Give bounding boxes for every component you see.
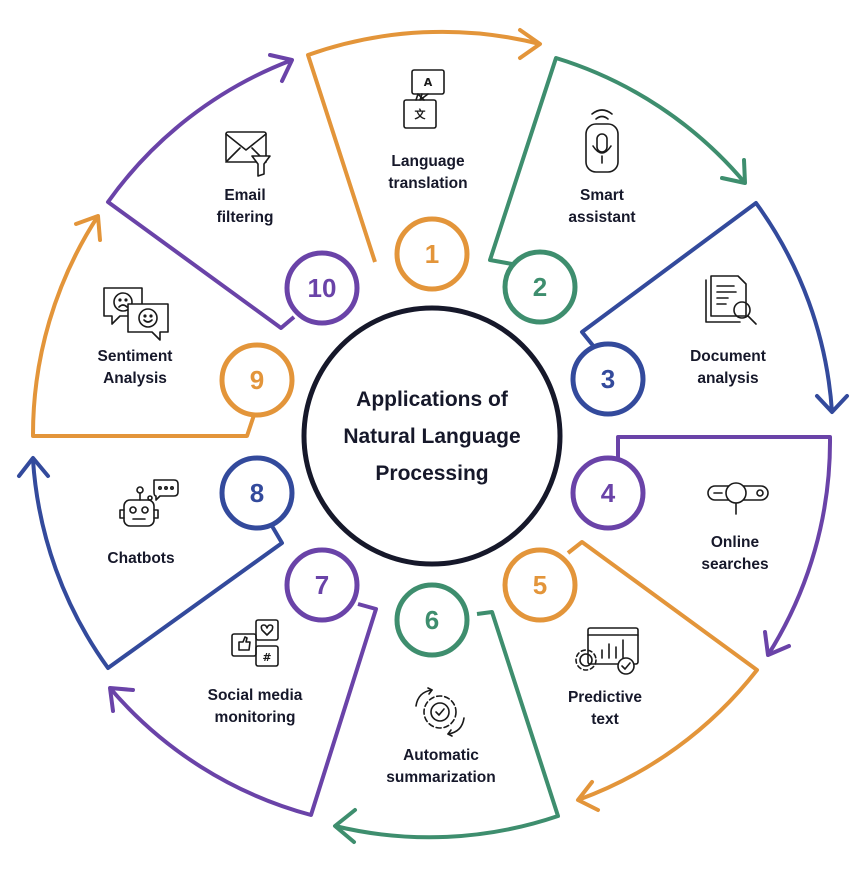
segment-4-arrow: [763, 630, 791, 657]
segment-5-arrow: [576, 780, 600, 812]
svg-text:text: text: [591, 711, 619, 728]
number-circle-7: 7: [284, 547, 360, 623]
label-smart-assistant: Smart assistant: [568, 187, 635, 226]
svg-text:Social media: Social media: [208, 687, 303, 704]
segment-10-arrow: [268, 53, 294, 83]
segment-7-outline: [108, 602, 378, 817]
segment-6-outline: [334, 610, 560, 840]
segment-1-arrow: [518, 28, 542, 60]
svg-text:Online: Online: [711, 534, 760, 551]
svg-text:Analysis: Analysis: [103, 370, 167, 387]
segment-10-outline: [106, 58, 296, 330]
svg-text:7: 7: [315, 570, 329, 600]
number-circle-9: 9: [219, 342, 295, 418]
center-title-line-2: Natural Language: [343, 425, 520, 448]
center-title-line-1: Applications of: [356, 388, 509, 411]
svg-text:Smart: Smart: [580, 187, 624, 204]
translation-icon: A 文: [403, 69, 445, 129]
number-circle-6: 6: [394, 582, 470, 658]
svg-text:Sentiment: Sentiment: [98, 348, 173, 365]
number-circle-5: 5: [502, 547, 578, 623]
svg-text:1: 1: [425, 239, 439, 269]
svg-text:Document: Document: [690, 348, 766, 365]
svg-text:5: 5: [533, 570, 547, 600]
number-circle-10: 10: [284, 250, 360, 326]
sentiment-icon: [103, 287, 169, 341]
email-filter-icon: [225, 131, 271, 177]
svg-text:10: 10: [308, 273, 337, 303]
label-automatic-summarization: Automatic summarization: [386, 747, 495, 786]
number-circle-1: 1: [394, 216, 470, 292]
hashtag-glyph: #: [262, 651, 271, 664]
svg-text:translation: translation: [388, 175, 467, 192]
label-social-media-monitoring: Social media monitoring: [208, 687, 303, 726]
chatbot-icon: [119, 479, 179, 527]
label-language-translation: Language translation: [388, 153, 467, 192]
segment-3-outline: [580, 201, 834, 413]
svg-text:searches: searches: [701, 556, 768, 573]
svg-text:Language: Language: [391, 153, 465, 170]
svg-text:assistant: assistant: [568, 209, 635, 226]
number-circle-8: 8: [219, 455, 295, 531]
number-circle-4: 4: [570, 455, 646, 531]
svg-text:filtering: filtering: [217, 209, 274, 226]
document-search-icon: [705, 275, 757, 325]
translation-glyph-a: A: [424, 76, 433, 89]
search-bar-icon: [707, 482, 769, 515]
segment-9-arrow: [74, 214, 102, 242]
svg-text:4: 4: [601, 478, 616, 508]
label-document-analysis: Document analysis: [690, 348, 766, 387]
smart-speaker-icon: [585, 109, 619, 173]
svg-text:3: 3: [601, 364, 615, 394]
predictive-chart-icon: [575, 627, 639, 675]
segment-9-outline: [30, 214, 257, 438]
social-media-icon: #: [231, 619, 279, 667]
automation-gear-icon: [415, 687, 465, 737]
svg-text:6: 6: [425, 605, 439, 635]
label-online-searches: Online searches: [701, 534, 768, 573]
svg-text:monitoring: monitoring: [215, 709, 296, 726]
number-circle-3: 3: [570, 341, 646, 417]
svg-text:9: 9: [250, 365, 264, 395]
svg-text:Predictive: Predictive: [568, 689, 642, 706]
segment-4-outline: [616, 435, 833, 657]
segment-8-outline: [31, 459, 284, 670]
svg-text:8: 8: [250, 478, 264, 508]
segment-6-arrow: [333, 808, 357, 844]
segment-2-arrow: [720, 158, 747, 185]
svg-text:2: 2: [533, 272, 547, 302]
svg-text:Email: Email: [224, 187, 265, 204]
segment-8-arrow: [17, 456, 50, 478]
label-predictive-text: Predictive text: [568, 689, 642, 728]
label-sentiment-analysis: Sentiment Analysis: [98, 348, 173, 387]
segment-3-arrow: [815, 394, 849, 414]
svg-text:Automatic: Automatic: [403, 747, 479, 764]
number-circle-2: 2: [502, 249, 578, 325]
center-title-line-3: Processing: [375, 462, 488, 485]
segment-1-outline: [306, 29, 541, 263]
svg-text:analysis: analysis: [697, 370, 758, 387]
center-title-circle: Applications of Natural Language Process…: [301, 305, 563, 567]
segment-5-outline: [566, 540, 759, 802]
segment-2-outline: [488, 56, 747, 266]
label-chatbots: Chatbots: [107, 550, 174, 567]
svg-text:summarization: summarization: [386, 769, 495, 786]
label-email-filtering: Email filtering: [217, 187, 274, 226]
translation-glyph-b: 文: [415, 107, 427, 121]
svg-text:Chatbots: Chatbots: [107, 550, 174, 567]
segment-7-arrow: [108, 686, 135, 713]
